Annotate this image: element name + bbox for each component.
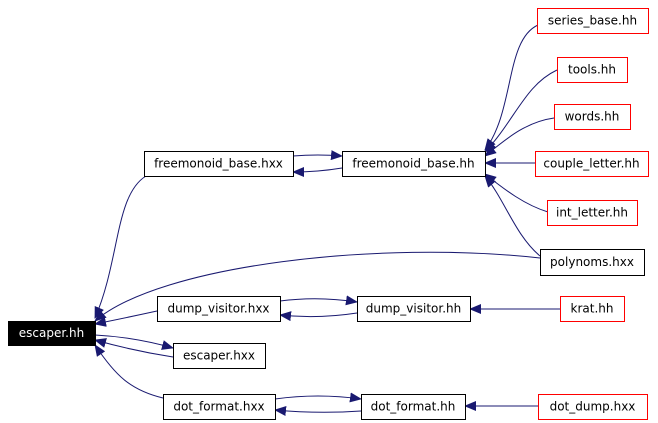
node-escaper-hxx[interactable]: escaper.hxx: [173, 343, 266, 369]
node-box: [361, 394, 466, 420]
node-layer: escaper.hh freemonoid_base.hxx freemonoid_…: [8, 8, 649, 420]
node-label: words.hh: [565, 110, 620, 124]
edge-words-hh-to-freemonoid-base-hh: [484, 117, 555, 157]
node-box: [540, 249, 645, 276]
node-freemonoid-base-hxx[interactable]: freemonoid_base.hxx: [144, 151, 294, 177]
node-label: krat.hh: [571, 302, 614, 316]
node-box: [144, 151, 294, 177]
edge-polynoms-hxx-to-freemonoid-base-hh: [484, 175, 541, 257]
node-int-letter-hh[interactable]: int_letter.hh: [547, 200, 638, 226]
node-label: freemonoid_base.hxx: [154, 157, 283, 171]
node-krat-hh[interactable]: krat.hh: [560, 296, 625, 322]
node-freemonoid-base-hh[interactable]: freemonoid_base.hh: [342, 151, 486, 177]
node-dump-visitor-hh[interactable]: dump_visitor.hh: [357, 296, 471, 322]
edge-dump-visitor-hxx-to-dump-visitor-hh: [279, 295, 358, 306]
node-box: [173, 343, 266, 369]
node-box: [357, 296, 471, 322]
edge-int-letter-hh-to-freemonoid-base-hh: [484, 173, 549, 213]
node-label: dot_dump.hxx: [550, 400, 636, 414]
node-box: [342, 151, 486, 177]
edge-freemonoid-base-hh-to-freemonoid-base-hxx: [292, 166, 343, 177]
node-label: couple_letter.hh: [543, 157, 639, 171]
node-polynoms-hxx[interactable]: polynoms.hxx: [540, 249, 645, 276]
node-series-base-hh[interactable]: series_base.hh: [537, 8, 649, 34]
edge-dump-visitor-hh-to-dump-visitor-hxx: [279, 311, 358, 322]
edge-dot-format-hxx-to-dot-format-hh: [274, 392, 362, 403]
node-words-hh[interactable]: words.hh: [554, 104, 631, 130]
node-label: dump_visitor.hh: [366, 302, 461, 316]
node-box: [547, 200, 638, 226]
node-label: dump_visitor.hxx: [167, 302, 269, 316]
node-tools-hh[interactable]: tools.hh: [557, 57, 628, 83]
node-couple-letter-hh[interactable]: couple_letter.hh: [535, 151, 649, 177]
edge-dump-visitor-hxx-to-escaper-hh: [94, 310, 158, 327]
edge-escaper-hxx-to-escaper-hh: [94, 338, 174, 358]
node-dot-format-hxx[interactable]: dot_format.hxx: [163, 394, 276, 420]
node-box: [538, 394, 648, 420]
node-label: dot_format.hxx: [173, 400, 264, 414]
node-dot-dump-hxx[interactable]: dot_dump.hxx: [538, 394, 648, 420]
node-label: dot_format.hh: [371, 400, 456, 414]
node-box: [535, 151, 649, 177]
node-label: int_letter.hh: [556, 206, 628, 220]
node-label: tools.hh: [568, 63, 616, 77]
node-dump-visitor-hxx[interactable]: dump_visitor.hxx: [157, 296, 281, 322]
edge-polynoms-hxx-to-escaper-hh: [94, 251, 541, 322]
edge-tools-hh-to-freemonoid-base-hh: [484, 69, 558, 153]
node-label: polynoms.hxx: [550, 255, 634, 269]
node-dot-format-hh[interactable]: dot_format.hh: [361, 394, 466, 420]
node-label: series_base.hh: [548, 14, 637, 28]
node-label: escaper.hh: [19, 326, 84, 340]
edge-series-base-hh-to-freemonoid-base-hh: [484, 24, 539, 151]
node-box: [560, 296, 625, 322]
node-box: [157, 296, 281, 322]
edge-dot-format-hh-to-dot-format-hxx: [274, 406, 362, 416]
node-box: [537, 8, 649, 34]
node-label: escaper.hxx: [183, 349, 255, 363]
node-box: [163, 394, 276, 420]
node-box: [557, 57, 628, 83]
edge-escaper-hh-to-escaper-hxx: [94, 334, 174, 350]
node-label: freemonoid_base.hh: [352, 157, 474, 171]
edge-dot-format-hxx-to-escaper-hh: [94, 344, 164, 399]
node-box: [8, 321, 96, 346]
node-escaper-hh[interactable]: escaper.hh: [8, 321, 96, 346]
edge-layer: [94, 24, 560, 416]
edge-freemonoid-base-hxx-to-freemonoid-base-hh: [292, 150, 343, 161]
node-box: [554, 104, 631, 130]
edge-freemonoid-base-hxx-to-escaper-hh: [94, 175, 147, 319]
